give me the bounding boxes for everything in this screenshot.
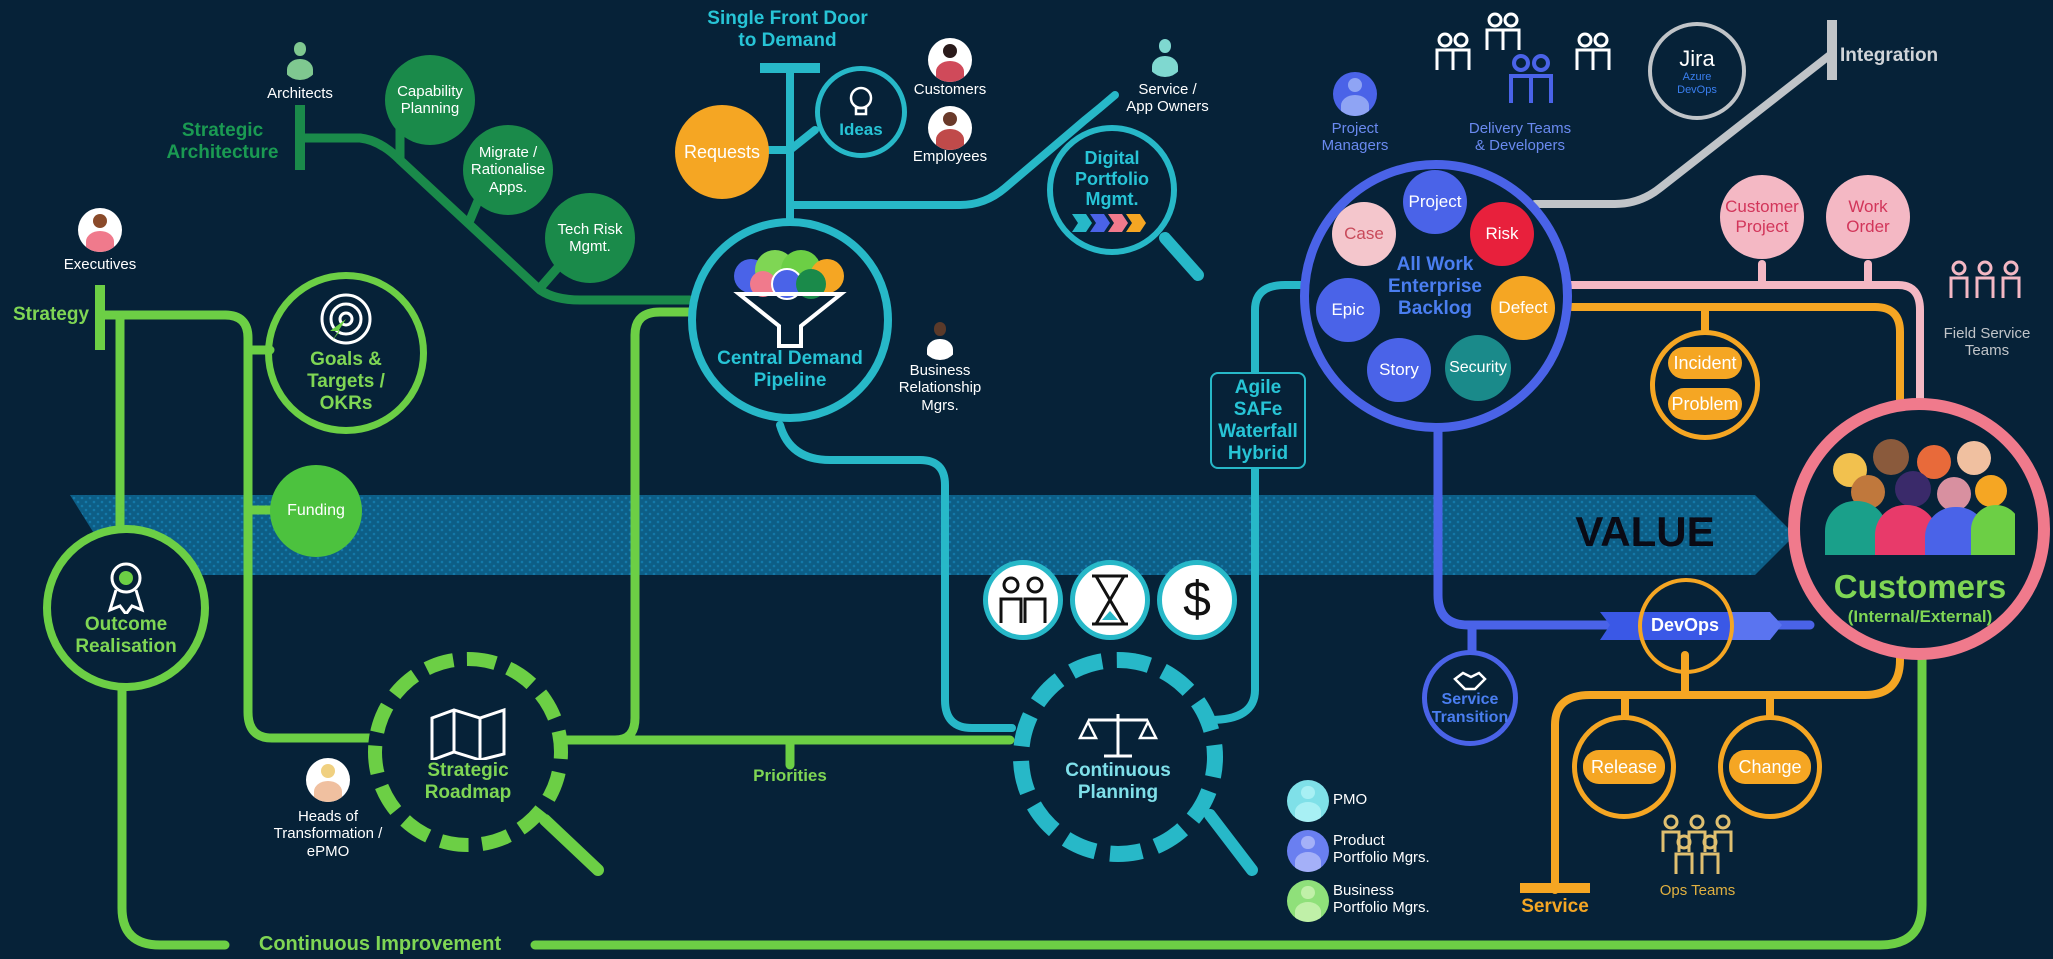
- ideas-label: Ideas: [839, 120, 883, 140]
- outcome-label: Outcome Realisation: [75, 614, 177, 657]
- target-icon: [320, 293, 372, 345]
- continuous-planning-node: Continuous Planning: [1013, 652, 1223, 862]
- backlog-title: All Work Enterprise Backlog: [1388, 254, 1482, 319]
- strategic-architecture-title: Strategic Architecture: [166, 120, 279, 163]
- customers-title: Customers: [1833, 568, 2007, 605]
- value-label: VALUE: [1575, 508, 1715, 555]
- customers-crowd-image: [1825, 435, 2015, 555]
- heads-avatar: [306, 758, 350, 802]
- continuous-improvement-label: Continuous Improvement: [258, 933, 502, 955]
- legend-product-label: Product Portfolio Mgrs.: [1333, 832, 1430, 867]
- customers-avatar: [928, 38, 972, 82]
- capability-planning-node: Capability Planning: [385, 55, 475, 145]
- backlog-item-security: Security: [1445, 335, 1511, 401]
- tech-risk-node: Tech Risk Mgmt.: [545, 193, 635, 283]
- employees-label: Employees: [912, 148, 988, 165]
- employees-avatar: [928, 106, 972, 150]
- field-service-icon: [1945, 258, 2025, 322]
- service-owners-avatar: [1145, 33, 1185, 77]
- problem-pill: Problem: [1668, 388, 1742, 420]
- legend-pmo-label: PMO: [1333, 791, 1368, 808]
- legend-product-avatar: [1287, 830, 1329, 872]
- legend-business-label: Business Portfolio Mgrs.: [1333, 882, 1430, 917]
- value-arrow: [70, 495, 1795, 575]
- customers-subtitle: (Internal/External): [1847, 607, 1993, 626]
- backlog-item-story: Story: [1367, 338, 1431, 402]
- priorities-label: Priorities: [753, 766, 827, 785]
- work-order-node: Work Order: [1826, 175, 1910, 259]
- central-demand-pipeline-node: Central Demand Pipeline: [688, 218, 892, 422]
- map-icon: [430, 708, 506, 761]
- backlog-item-project: Project: [1403, 170, 1467, 234]
- hourglass-icon: [1070, 560, 1150, 640]
- executives-label: Executives: [63, 256, 137, 273]
- funnel-icon: [733, 250, 847, 349]
- digital-portfolio-node: Digital Portfolio Mgmt.: [1047, 125, 1177, 255]
- project-managers-label: Project Managers: [1321, 120, 1389, 155]
- incident-pill: Incident: [1668, 347, 1742, 379]
- handshake-icon: [1453, 671, 1487, 690]
- brm-avatar: [920, 316, 960, 360]
- azure-label: Azure DevOps: [1677, 71, 1717, 96]
- architects-avatar: [280, 36, 320, 80]
- change-pill: Change: [1729, 750, 1811, 784]
- ops-teams-label: Ops Teams: [1659, 882, 1736, 899]
- migrate-node: Migrate / Rationalise Apps.: [463, 125, 553, 215]
- people-resource-icon: [983, 560, 1063, 640]
- lightbulb-icon: [849, 86, 873, 116]
- outcome-realisation-node: Outcome Realisation: [43, 525, 209, 691]
- customers-role-label: Customers: [913, 81, 987, 98]
- digital-portfolio-label: Digital Portfolio Mgmt.: [1075, 147, 1149, 210]
- architects-label: Architects: [267, 85, 333, 102]
- service-owners-label: Service / App Owners: [1126, 81, 1209, 116]
- jira-label: Jira: [1679, 45, 1715, 71]
- incident-problem-node: [1650, 330, 1760, 440]
- funding-node: Funding: [270, 465, 362, 557]
- release-pill: Release: [1583, 750, 1665, 784]
- executives-avatar: [78, 208, 122, 252]
- roadmap-label: Strategic Roadmap: [424, 760, 512, 803]
- award-icon: [107, 562, 145, 615]
- methods-box: Agile SAFe Waterfall Hybrid: [1210, 372, 1306, 470]
- legend-business-avatar: [1287, 880, 1329, 922]
- ops-teams-icon: [1655, 812, 1739, 878]
- front-door-label: Single Front Door to Demand: [707, 8, 868, 51]
- ideas-node: Ideas: [815, 66, 907, 158]
- legend-pmo-avatar: [1287, 780, 1329, 822]
- customer-project-node: Customer Project: [1720, 175, 1804, 259]
- backlog-item-case: Case: [1332, 202, 1396, 266]
- jira-azure-node: Jira Azure DevOps: [1648, 22, 1746, 120]
- scales-icon: [1078, 714, 1158, 758]
- service-label: Service: [1521, 896, 1589, 917]
- service-transition-label: Service Transition: [1431, 690, 1509, 726]
- integration-label: Integration: [1840, 45, 1939, 66]
- delivery-teams-icon: [1425, 8, 1625, 118]
- dollar-icon: $: [1157, 560, 1237, 640]
- devops-ring: [1638, 578, 1734, 674]
- field-service-label: Field Service Teams: [1943, 325, 2031, 360]
- requests-node: Requests: [675, 105, 769, 199]
- strategic-roadmap-node: Strategic Roadmap: [368, 652, 568, 852]
- delivery-teams-label: Delivery Teams & Developers: [1468, 120, 1572, 155]
- goals-node: Goals & Targets / OKRs: [265, 272, 427, 434]
- heads-label: Heads of Transformation / ePMO: [273, 808, 383, 860]
- planning-label: Continuous Planning: [1065, 760, 1171, 803]
- chevrons-icon: [1072, 214, 1146, 233]
- project-managers-avatar: [1333, 72, 1377, 116]
- backlog-item-epic: Epic: [1316, 278, 1380, 342]
- service-transition-node: Service Transition: [1422, 650, 1518, 746]
- goals-label: Goals & Targets / OKRs: [307, 349, 385, 414]
- backlog-item-defect: Defect: [1491, 276, 1555, 340]
- pipeline-label: Central Demand Pipeline: [717, 348, 863, 391]
- brm-label: Business Relationship Mgrs.: [898, 362, 982, 414]
- backlog-item-risk: Risk: [1470, 202, 1534, 266]
- strategy-label: Strategy: [12, 304, 90, 325]
